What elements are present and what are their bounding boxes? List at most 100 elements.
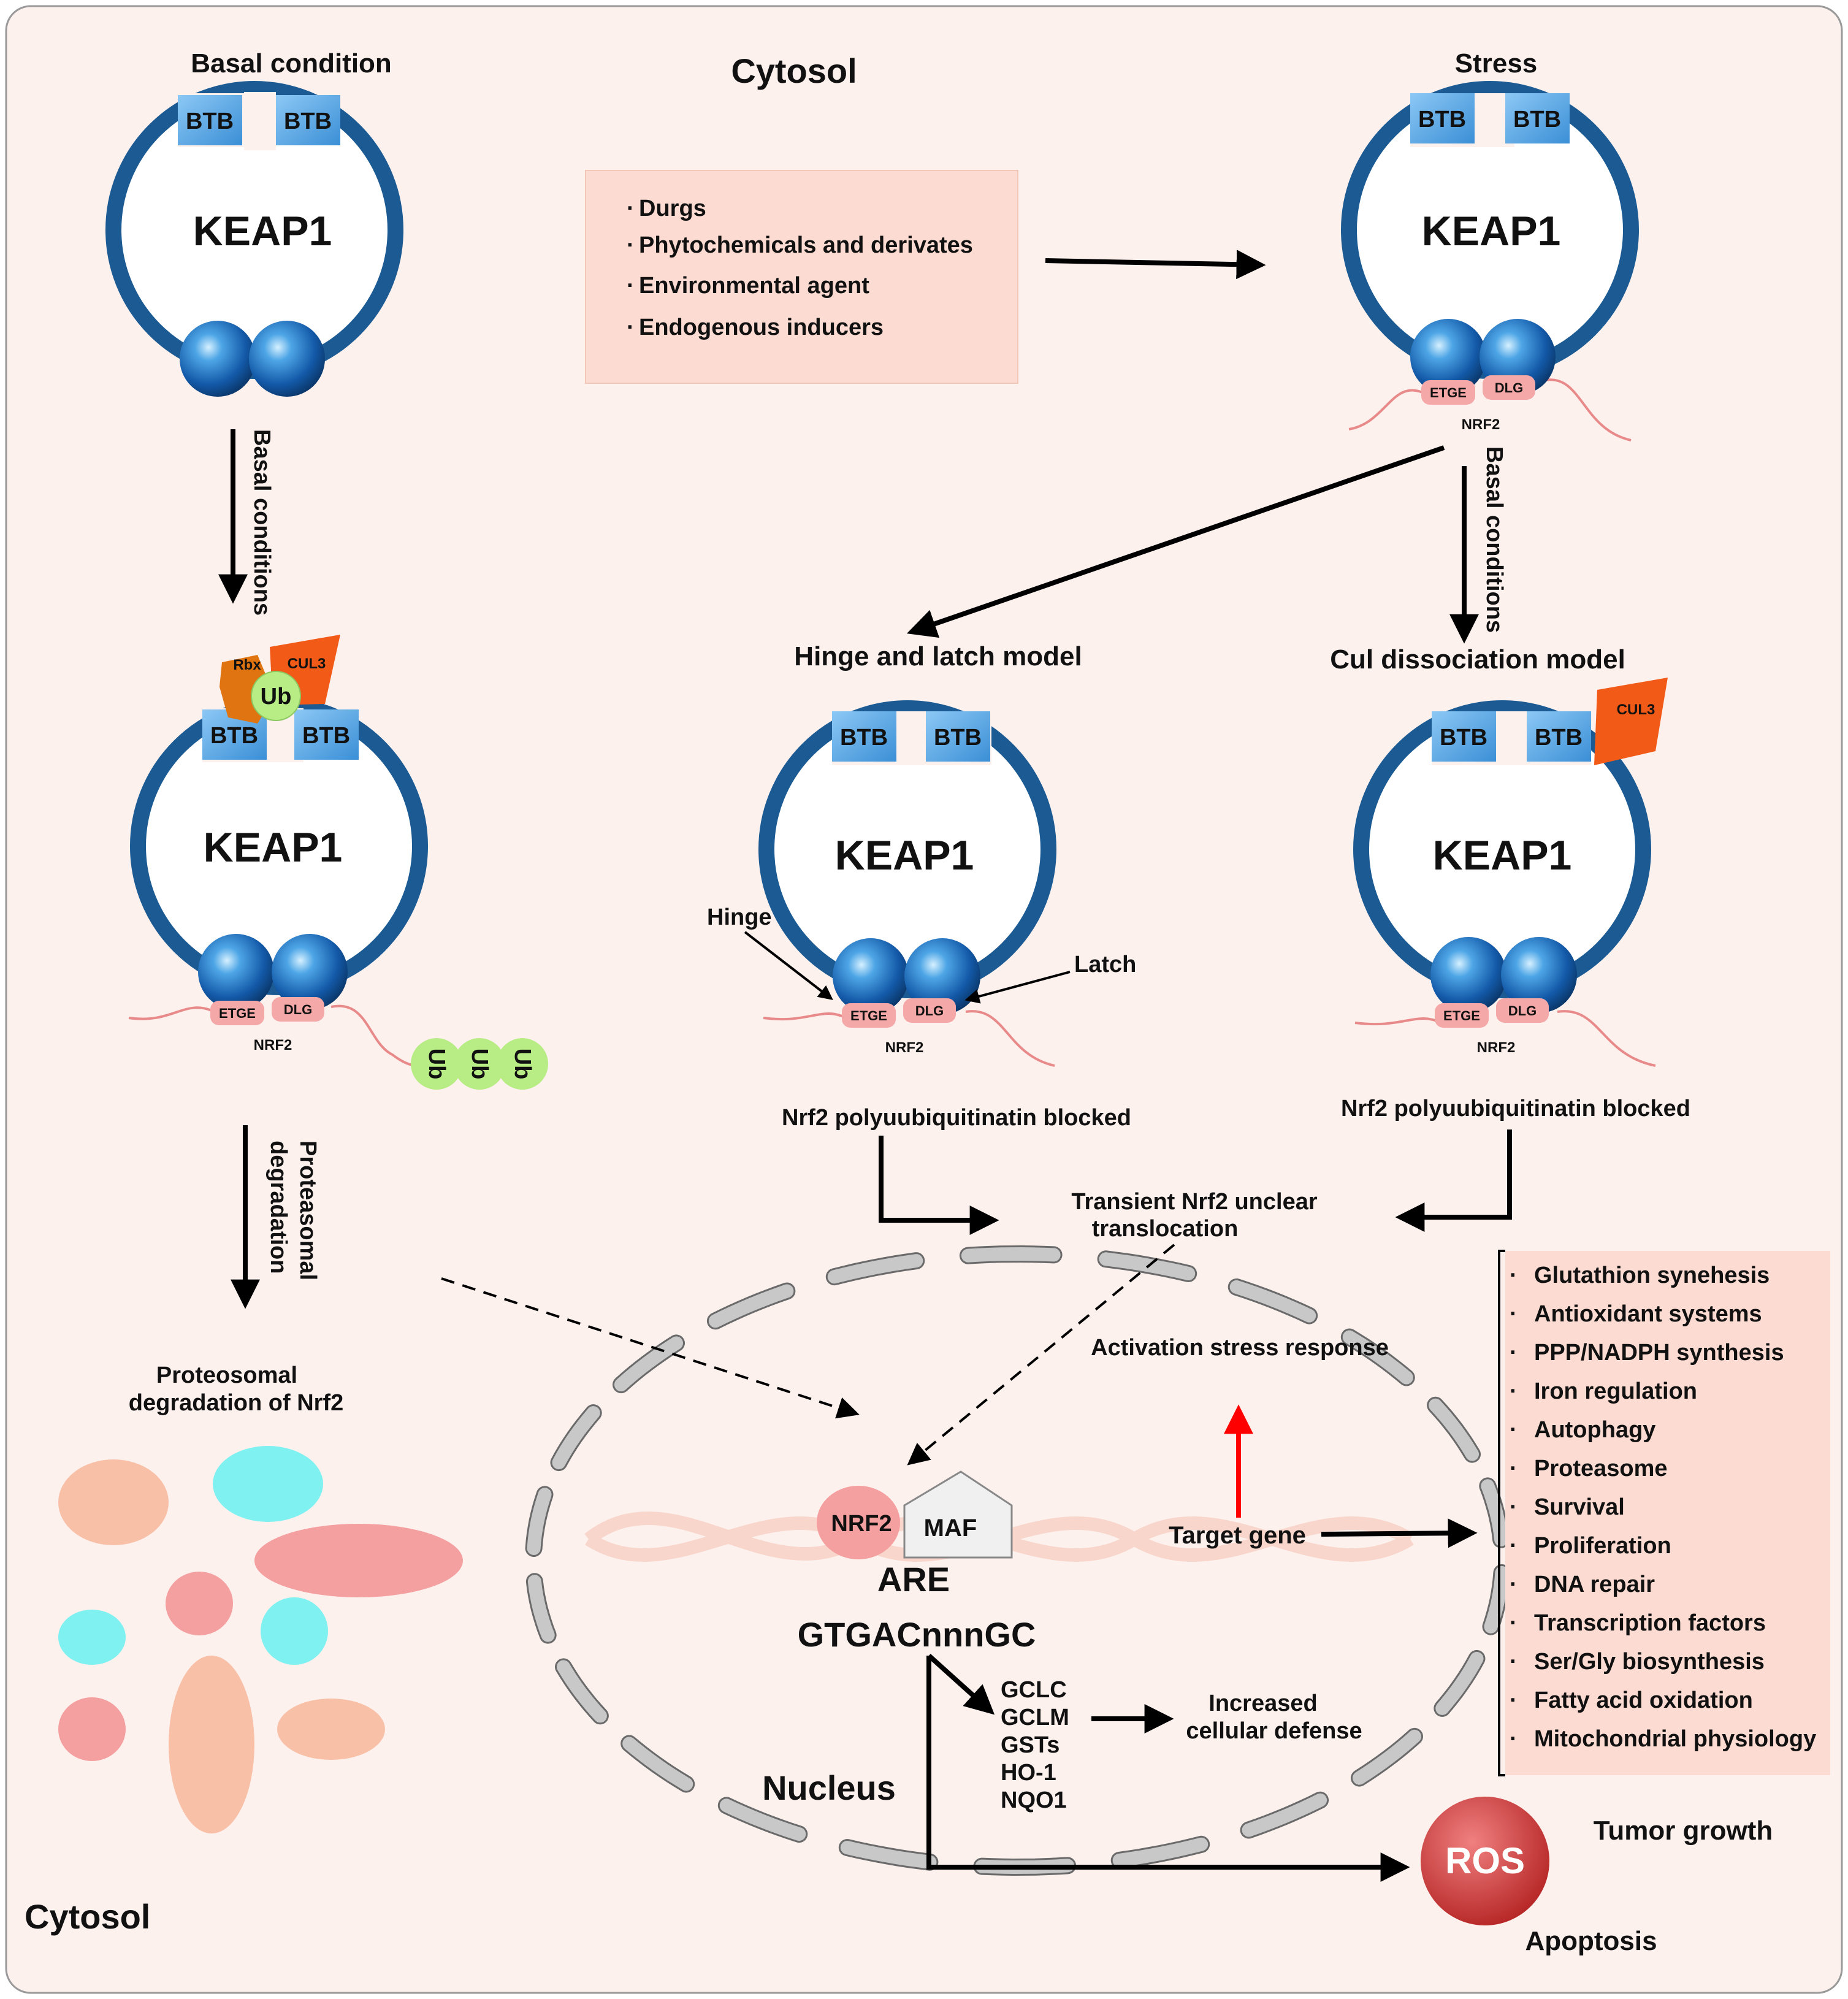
outcome-bullet: ·	[1510, 1301, 1518, 1327]
hinge-label: Hinge	[707, 904, 772, 930]
cytosol-bottom-label: Cytosol	[25, 1897, 150, 1936]
nucleus-envelope-segment-fill	[961, 1247, 1061, 1263]
outcome-bullet: ·	[1510, 1340, 1518, 1366]
outcome-bullet: ·	[1510, 1726, 1518, 1752]
nucleus-envelope-segment-fill	[827, 1254, 923, 1284]
nucleus-envelope-segment-fill	[1229, 1280, 1316, 1323]
kelch-domain-left	[833, 938, 909, 1014]
btb-domain-right	[1505, 93, 1570, 143]
btb-domain-left	[1432, 711, 1496, 762]
dlg-motif	[903, 998, 956, 1023]
outcome-bullet: ·	[1510, 1263, 1518, 1288]
basal-conditions-arrow-label: Basal conditions	[249, 429, 275, 616]
outcome-item: Iron regulation	[1534, 1378, 1697, 1404]
hinge-to-nucleus-arrow	[879, 1136, 999, 1235]
stress-title: Stress	[1455, 48, 1538, 78]
outcomes-bracket	[1498, 1250, 1505, 1776]
stress-to-hinge-arrow	[906, 445, 1445, 638]
nucleus-envelope-segment-fill	[527, 1575, 555, 1642]
inducer-bullet: ·	[627, 196, 635, 221]
fragment	[166, 1572, 233, 1635]
blocked-label-cul: Nrf2 polyuubiquitinatin blocked	[1341, 1096, 1690, 1122]
basal-condition-title: Basal condition	[191, 48, 392, 78]
etge-label: ETGE	[850, 1008, 887, 1023]
basal-conditions-arrow-label-2: Basal conditions	[1481, 446, 1507, 633]
transient-label-2: translocation	[1092, 1216, 1239, 1242]
btb-label-left: BTB	[186, 109, 234, 134]
cytosol-top-label: Cytosol	[731, 52, 857, 90]
outcome-item: Ser/Gly biosynthesis	[1534, 1649, 1765, 1675]
transient-label-1: Transient Nrf2 unclear	[1071, 1189, 1317, 1215]
fragment	[169, 1656, 254, 1833]
sequence-to-genes-arrow	[927, 1654, 995, 1715]
fragment	[58, 1697, 126, 1761]
nucleus-envelope-segment-fill	[719, 1798, 806, 1841]
outcome-bullet: ·	[1510, 1456, 1518, 1481]
degraded-fragments	[58, 1446, 463, 1833]
nrf2-label: NRF2	[254, 1037, 292, 1053]
gene-item: GCLC	[1001, 1677, 1067, 1703]
kelch-domain-right	[272, 934, 348, 1010]
etge-motif	[1421, 380, 1475, 405]
inducer-bullet: ·	[627, 315, 635, 340]
target-gene-label: Target gene	[1169, 1522, 1306, 1549]
inducers-to-stress-arrow	[1045, 250, 1266, 280]
rbx-label: Rbx	[233, 657, 261, 673]
inducer-bullet: ·	[627, 273, 635, 299]
keap1-label: KEAP1	[204, 824, 343, 871]
nucleus-envelope-segment-fill	[552, 1406, 600, 1470]
dlg-label: DLG	[1508, 1003, 1537, 1019]
keap1-label: KEAP1	[835, 832, 974, 879]
nucleus-envelope-segment-fill	[527, 1488, 552, 1555]
nrf2-label: NRF2	[885, 1039, 924, 1056]
etge-motif	[842, 1003, 896, 1028]
nrf2-chain-left	[1354, 1017, 1441, 1026]
blocked-label-hinge: Nrf2 polyuubiquitinatin blocked	[782, 1105, 1131, 1131]
nucleus-envelope-segment-fill	[1435, 1651, 1484, 1715]
proteosomal-deg-label-2: degradation of Nrf2	[129, 1390, 343, 1416]
keap1-complex-ubiquitination: BTB BTB Rbx CUL3 Ub KEAP1 ETGE DLG NRF2 …	[128, 635, 548, 1090]
apoptosis-label: Apoptosis	[1525, 1926, 1657, 1956]
btb-domain-right	[926, 711, 990, 762]
ros-label: ROS	[1445, 1840, 1525, 1881]
cul3-label: CUL3	[1617, 701, 1655, 718]
dlg-label: DLG	[1495, 380, 1523, 396]
btb-domain-left	[1410, 93, 1475, 143]
gene-item: GSTs	[1001, 1732, 1060, 1758]
fragment	[254, 1524, 463, 1597]
fragment	[277, 1699, 385, 1760]
nrf2-label: NRF2	[1462, 416, 1500, 433]
fragment	[58, 1459, 169, 1545]
outcome-item: Autophagy	[1534, 1417, 1655, 1443]
inducer-item: Durgs	[639, 196, 706, 221]
sequence-to-ros-arrow	[926, 1656, 1410, 1882]
keap1-label: KEAP1	[193, 208, 332, 254]
ros-sphere	[1421, 1797, 1549, 1925]
outcome-item: Survival	[1534, 1494, 1625, 1520]
cul3-label: CUL3	[288, 656, 326, 672]
increased-label-2: cellular defense	[1186, 1718, 1362, 1744]
outcome-item: Antioxidant systems	[1534, 1301, 1762, 1327]
outcome-item: Proteasome	[1534, 1456, 1668, 1481]
maf-factor	[903, 1470, 1013, 1559]
nrf2-chain-left	[128, 1006, 212, 1020]
btb-domain-left	[832, 711, 896, 762]
btb-label-right: BTB	[302, 723, 350, 749]
cul-to-nucleus-arrow	[1395, 1129, 1512, 1232]
outcome-bullet: ·	[1510, 1378, 1518, 1404]
outcome-bullet: ·	[1510, 1687, 1518, 1713]
cul-dissociation-model-title: Cul dissociation model	[1330, 644, 1625, 675]
increased-label-1: Increased	[1208, 1691, 1317, 1716]
etge-motif	[1435, 1003, 1489, 1028]
nrf2-chain-left	[1348, 389, 1423, 430]
ub-chain-2	[454, 1038, 505, 1090]
nrf2-label: NRF2	[1477, 1039, 1516, 1056]
dlg-motif	[1496, 998, 1549, 1023]
outcome-bullet: ·	[1510, 1572, 1518, 1597]
inducer-item: Environmental agent	[639, 273, 869, 299]
ub-chain-label-1: Ub	[424, 1049, 449, 1080]
nrf2-factor-label: NRF2	[831, 1511, 892, 1537]
inducer-bullet: ·	[627, 232, 635, 258]
nucleus-envelope-segment-fill	[1353, 1729, 1421, 1785]
